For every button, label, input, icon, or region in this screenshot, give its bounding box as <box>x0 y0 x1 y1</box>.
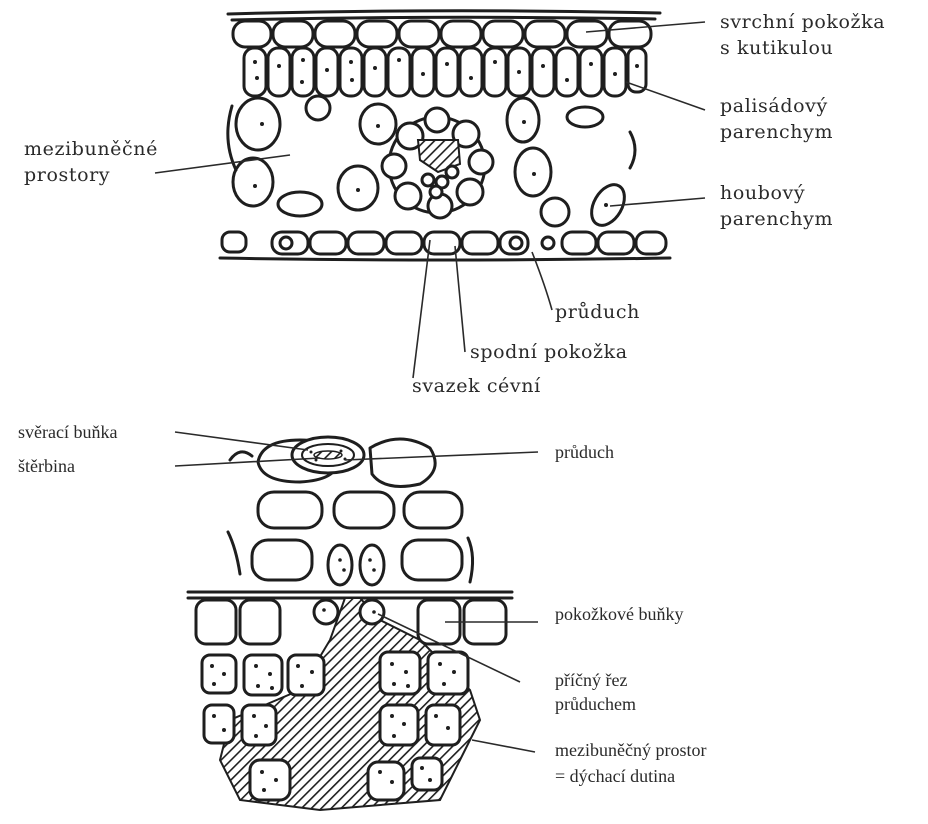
lower-cuticle <box>220 258 670 260</box>
label-vascular-bundle: svazek cévní <box>412 375 541 397</box>
label-stoma-bottom: průduch <box>555 442 614 462</box>
label-intercellular-line1: mezibuněčné <box>24 138 158 160</box>
section-guard-cells <box>328 545 384 585</box>
vascular-bundle <box>382 108 493 218</box>
label-slit: štěrbina <box>18 456 75 476</box>
lower-epidermis-cells <box>222 232 666 254</box>
label-spongy-line1: houbový <box>720 182 805 204</box>
label-epidermal-cells: pokožkové buňky <box>555 604 683 624</box>
label-cross-section-line2: průduchem <box>555 694 636 714</box>
leaf-cross-section: svrchní pokožka s kutikulou palisádový p… <box>24 11 885 397</box>
cuticle-outer <box>228 11 660 14</box>
label-air-space-line2: = dýchací dutina <box>555 766 675 786</box>
label-guard-cell: svěrací buňka <box>18 422 117 442</box>
label-stoma: průduch <box>555 301 640 323</box>
stoma-surface <box>292 437 364 473</box>
upper-epidermis-cells <box>233 21 651 47</box>
label-intercellular-line2: prostory <box>24 164 110 186</box>
palisade-cells <box>244 48 646 96</box>
label-upper-epidermis-line1: svrchní pokožka <box>720 11 885 33</box>
label-lower-epidermis: spodní pokožka <box>470 341 628 363</box>
stoma-detail: svěrací buňka štěrbina průduch pokožkové… <box>18 422 706 810</box>
label-palisade-line2: parenchym <box>720 121 833 143</box>
label-air-space-line1: mezibuněčný prostor <box>555 740 706 760</box>
label-upper-epidermis-line2: s kutikulou <box>720 37 833 59</box>
label-palisade-line1: palisádový <box>720 95 828 117</box>
label-spongy-line2: parenchym <box>720 208 833 230</box>
label-cross-section-line1: příčný řez <box>555 670 627 690</box>
